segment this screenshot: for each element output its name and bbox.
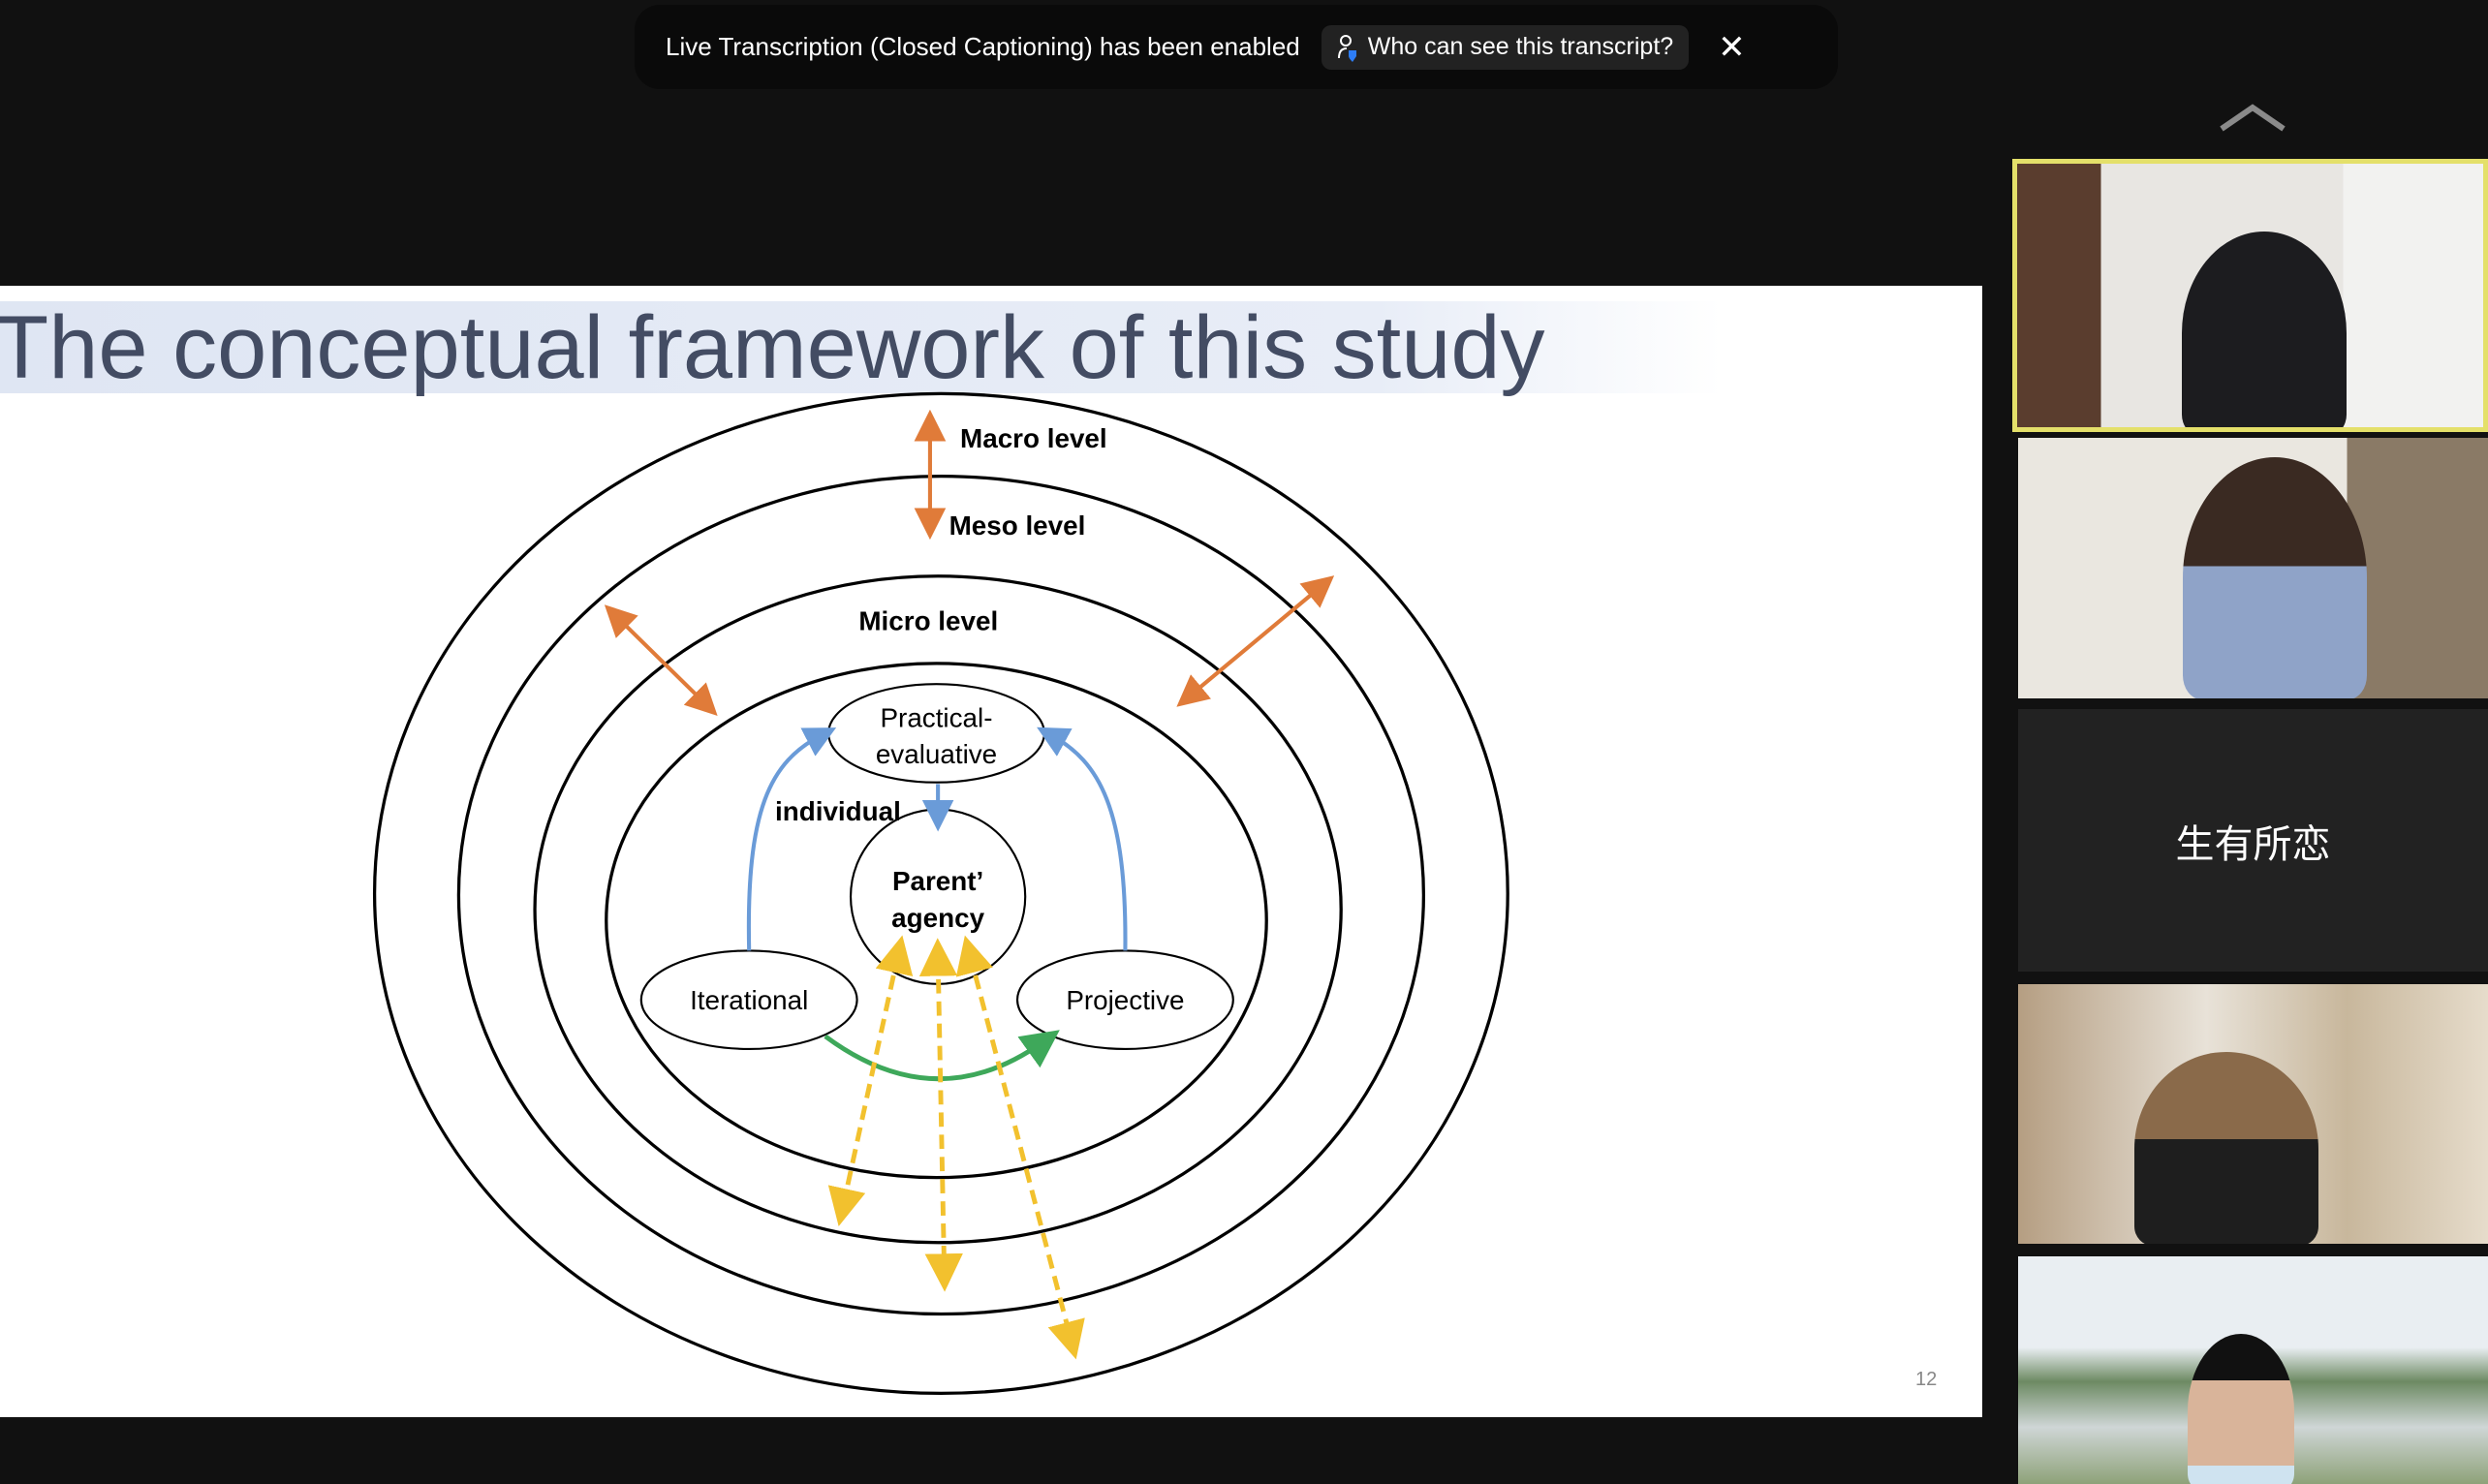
projective-to-practical-arrow <box>1037 727 1128 951</box>
iterational-to-projective-arrow <box>824 1030 1060 1082</box>
participant-video-5[interactable] <box>2018 1256 2488 1484</box>
participant-name: 生有所恋 <box>2175 821 2331 867</box>
parent-label-2: agency <box>891 903 984 933</box>
projective-label: Projective <box>1066 985 1184 1015</box>
participant-video-3[interactable]: 生有所恋 <box>2018 709 2488 972</box>
notification-message: Live Transcription (Closed Captioning) h… <box>666 32 1300 61</box>
participant-figure <box>2182 232 2347 427</box>
user-shield-icon <box>1337 34 1356 62</box>
micro-level-label: Micro level <box>858 605 998 635</box>
practical-label-1: Practical- <box>880 702 992 732</box>
left-diagonal-arrow <box>604 604 718 716</box>
right-diagonal-arrow <box>1176 575 1335 707</box>
framework-diagram: Macro level Meso level Micro level indiv… <box>372 391 1509 1396</box>
shared-slide: The conceptual framework of this study M… <box>0 286 1982 1417</box>
participant-video-4[interactable] <box>2018 984 2488 1244</box>
agency-macro-arrow-right <box>955 935 1085 1360</box>
transcription-notification: Live Transcription (Closed Captioning) h… <box>635 5 1838 89</box>
participant-video-active-speaker[interactable] <box>2012 159 2488 432</box>
slide-title: The conceptual framework of this study <box>0 298 1545 397</box>
iterational-label: Iterational <box>690 985 808 1015</box>
practical-label-2: evaluative <box>876 739 997 769</box>
slide-page-number: 12 <box>1915 1369 1938 1390</box>
participant-figure <box>2183 457 2367 698</box>
macro-ring <box>372 391 1509 1396</box>
who-can-see-label: Who can see this transcript? <box>1367 33 1674 60</box>
parent-label-1: Parent’ <box>892 866 983 896</box>
participant-figure <box>2134 1052 2318 1244</box>
macro-level-label: Macro level <box>960 423 1107 453</box>
participant-video-2[interactable] <box>2018 438 2488 698</box>
chevron-up-icon[interactable] <box>2219 103 2286 132</box>
close-icon[interactable]: ✕ <box>1718 28 1746 66</box>
title-highlight <box>0 301 1722 393</box>
who-can-see-transcript-button[interactable]: Who can see this transcript? <box>1321 24 1690 70</box>
individual-label: individual <box>775 796 901 826</box>
agency-macro-arrow-center <box>918 938 963 1292</box>
participant-figure <box>2188 1334 2294 1484</box>
meso-level-label: Meso level <box>949 510 1086 541</box>
iterational-to-practical-arrow <box>746 727 837 951</box>
